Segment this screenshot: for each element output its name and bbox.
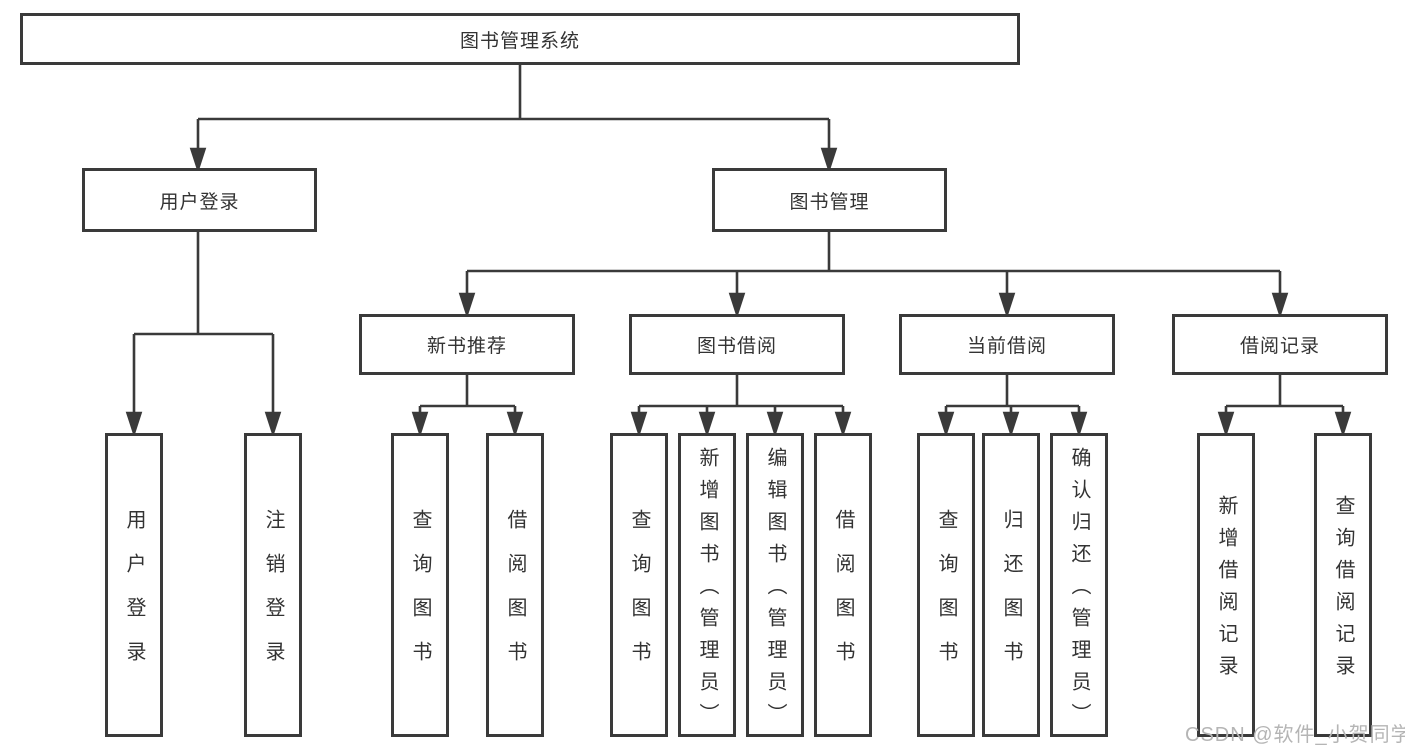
- leaf-query-books-2: 查询图书: [610, 433, 668, 737]
- leaf-borrow-books-2: 借阅图书: [814, 433, 872, 737]
- node-label: 借阅记录: [1239, 336, 1320, 357]
- leaf-logout: 注销登录: [244, 433, 302, 737]
- node-label: 新书推荐: [426, 336, 507, 357]
- node-book-management-branch: 图书管理: [712, 168, 947, 232]
- node-borrowing-records: 借阅记录: [1172, 314, 1388, 375]
- connector-new-book-to-leaves: [411, 375, 524, 438]
- leaf-add-borrow-record: 新增借阅记录: [1197, 433, 1255, 737]
- leaf-confirm-return-admin: 确认归还（管理员）: [1050, 433, 1108, 737]
- leaf-label: 查询借阅记录: [1332, 495, 1354, 687]
- leaf-return-books: 归还图书: [982, 433, 1040, 737]
- node-label: 用户登录: [159, 191, 240, 213]
- csdn-watermark: CSDN @软件_小贺同学: [1185, 724, 1405, 746]
- leaf-label: 新增图书（管理员）: [696, 447, 718, 735]
- connector-current-borrow-to-leaves: [937, 375, 1088, 438]
- leaf-user-login: 用户登录: [105, 433, 163, 737]
- leaf-label: 确认归还（管理员）: [1068, 447, 1090, 735]
- node-new-book-recommendation: 新书推荐: [359, 314, 575, 375]
- node-label: 图书管理系统: [459, 30, 580, 52]
- leaf-label: 新增借阅记录: [1215, 495, 1237, 687]
- leaf-edit-book-admin: 编辑图书（管理员）: [746, 433, 804, 737]
- node-book-management-system: 图书管理系统: [20, 13, 1020, 65]
- leaf-add-book-admin: 新增图书（管理员）: [678, 433, 736, 737]
- leaf-label: 查询图书: [409, 509, 431, 685]
- node-user-login-branch: 用户登录: [82, 168, 317, 232]
- leaf-label: 借阅图书: [832, 509, 854, 685]
- node-book-borrowing: 图书借阅: [629, 314, 845, 375]
- leaf-query-books-1: 查询图书: [391, 433, 449, 737]
- connector-book-mgmt-to-sections: [458, 232, 1289, 319]
- connector-borrow-records-to-leaves: [1217, 375, 1352, 438]
- leaf-query-books-3: 查询图书: [917, 433, 975, 737]
- connector-user-login-to-leaves: [125, 232, 282, 438]
- node-label: 当前借阅: [966, 336, 1047, 357]
- leaf-label: 借阅图书: [504, 509, 526, 685]
- leaf-borrow-books-1: 借阅图书: [486, 433, 544, 737]
- leaf-label: 注销登录: [262, 509, 284, 685]
- leaf-query-borrow-record: 查询借阅记录: [1314, 433, 1372, 737]
- leaf-label: 查询图书: [935, 509, 957, 685]
- connector-root-to-branches: [189, 65, 838, 174]
- leaf-label: 用户登录: [123, 509, 145, 685]
- node-current-borrowing: 当前借阅: [899, 314, 1115, 375]
- node-label: 图书借阅: [696, 336, 777, 357]
- leaf-label: 编辑图书（管理员）: [764, 447, 786, 735]
- leaf-label: 归还图书: [1000, 509, 1022, 685]
- connector-book-borrow-to-leaves: [630, 375, 852, 438]
- leaf-label: 查询图书: [628, 509, 650, 685]
- node-label: 图书管理: [789, 191, 870, 213]
